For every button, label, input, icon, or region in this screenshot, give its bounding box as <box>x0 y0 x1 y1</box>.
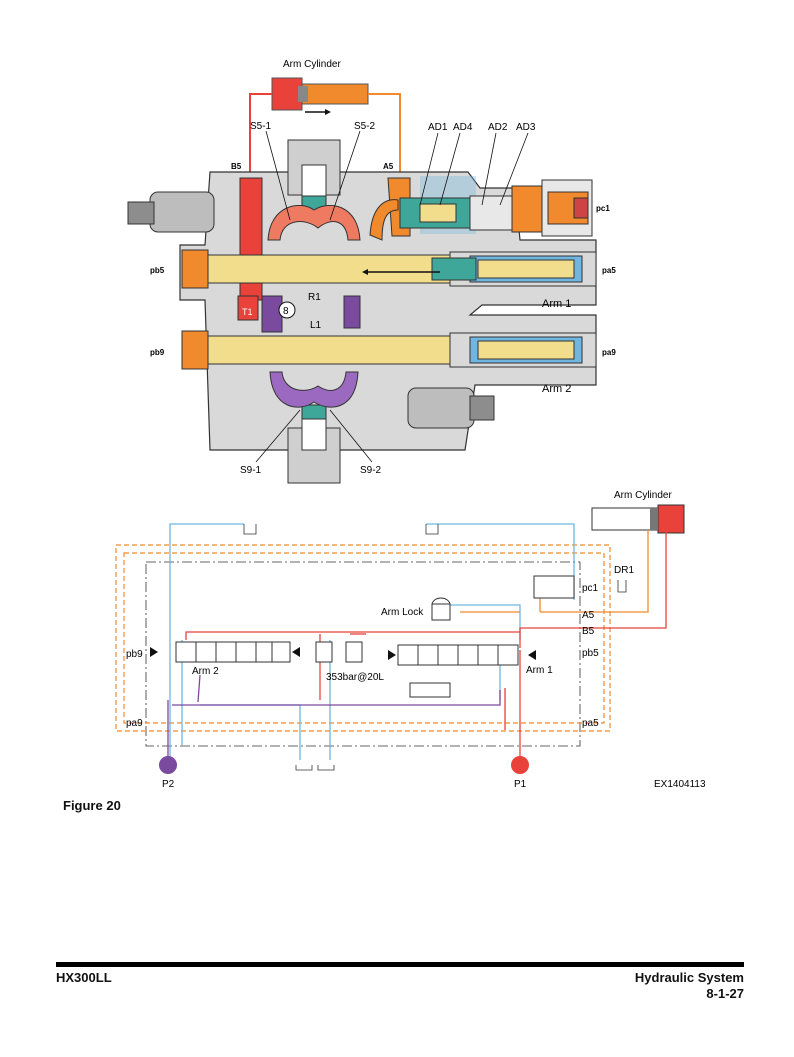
regen-valve <box>409 682 451 698</box>
arm-lock-valve <box>431 597 451 621</box>
label-8: 8 <box>283 306 289 317</box>
p2-lines <box>167 674 501 760</box>
pump-p2 <box>159 756 177 774</box>
schematic-arm-lock: Arm Lock <box>381 607 424 618</box>
label-ad1: AD1 <box>428 122 448 133</box>
schematic-pb9: pb9 <box>126 649 143 660</box>
schematic-relief: 353bar@20L <box>326 672 384 683</box>
schematic-pc1: pc1 <box>582 583 599 594</box>
schematic-pa9: pa9 <box>126 718 143 729</box>
schematic-dr1: DR1 <box>614 565 634 576</box>
arm2-spool-symbol <box>150 641 300 663</box>
label-pb9: pb9 <box>150 348 165 357</box>
arm2-spool <box>181 330 597 370</box>
label-a5: A5 <box>383 162 394 171</box>
pilot-line-inner <box>123 552 605 724</box>
figure-caption: Figure 20 <box>63 798 121 813</box>
right-plug <box>407 387 475 429</box>
label-t1: T1 <box>242 307 253 317</box>
schematic-arm2: Arm 2 <box>192 666 219 677</box>
footer-section: Hydraulic System <box>634 970 744 985</box>
hose-b5 <box>249 93 272 176</box>
schematic-a5: A5 <box>582 610 595 621</box>
schematic-b5: B5 <box>582 626 595 637</box>
label-pa5: pa5 <box>602 266 616 275</box>
right-plug-cap <box>469 395 495 421</box>
label-ad2: AD2 <box>488 122 508 133</box>
label-l1: L1 <box>310 320 322 331</box>
valve-boundary <box>145 561 581 747</box>
label-r1: R1 <box>308 292 321 303</box>
label-ad3: AD3 <box>516 122 536 133</box>
label-ad4: AD4 <box>453 122 473 133</box>
hydraulic-diagram: Arm Cylinder <box>115 59 706 790</box>
schematic-pb5: pb5 <box>582 648 599 659</box>
arm-cylinder-schematic: Arm Cylinder <box>591 490 685 534</box>
label-s5-1: S5-1 <box>250 121 272 132</box>
relief-valve-1 <box>315 641 333 663</box>
arm-lock-cartridge <box>399 179 593 237</box>
hose-a5 <box>368 93 401 176</box>
relief-valve-2 <box>345 641 363 663</box>
top-arm-cylinder-label: Arm Cylinder <box>283 59 341 70</box>
arm-cylinder-top: Arm Cylinder <box>271 59 369 115</box>
pc1-valve <box>533 575 575 599</box>
label-arm2: Arm 2 <box>542 383 571 395</box>
passage-r1 <box>267 204 361 241</box>
schematic-pa5: pa5 <box>582 718 599 729</box>
pump-p1 <box>511 756 529 774</box>
left-plug <box>149 191 215 233</box>
label-s5-2: S5-2 <box>354 121 376 132</box>
pilot-line-outer <box>115 544 611 732</box>
label-b5: B5 <box>231 162 242 171</box>
label-pb5: pb5 <box>150 266 165 275</box>
schematic-code: EX1404113 <box>654 779 706 790</box>
footer-model: HX300LL <box>56 970 112 985</box>
label-pa9: pa9 <box>602 348 616 357</box>
footer-page: 8-1-27 <box>706 986 744 1001</box>
footer-rule <box>56 962 744 967</box>
leader-lines <box>255 130 529 463</box>
arm1-spool-symbol <box>388 644 536 666</box>
label-pc1: pc1 <box>596 204 610 213</box>
passage-l1 <box>269 371 359 408</box>
label-s9-1: S9-1 <box>240 465 262 476</box>
arm1-spool <box>181 249 597 289</box>
footer-right: Hydraulic System 8-1-27 <box>635 970 744 1002</box>
left-plug-cap <box>127 201 155 225</box>
schematic-p2: P2 <box>162 779 175 790</box>
label-s9-2: S9-2 <box>360 465 382 476</box>
label-arm1: Arm 1 <box>542 298 571 310</box>
schematic-arm1: Arm 1 <box>526 665 553 676</box>
passage-purple <box>261 295 283 333</box>
schematic-p1: P1 <box>514 779 527 790</box>
schematic-arm-cylinder-label: Arm Cylinder <box>614 490 672 501</box>
